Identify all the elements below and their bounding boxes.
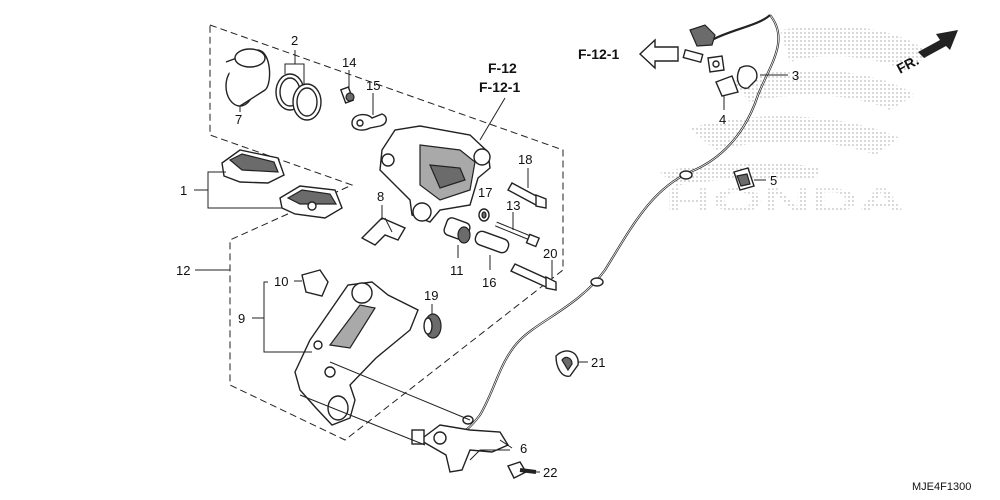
callout-2: 2 (291, 33, 298, 48)
caliper-bracket-part-9 (294, 281, 419, 426)
callout-1: 1 (180, 183, 187, 198)
bolt-part-18 (507, 182, 547, 209)
callout-7: 7 (235, 112, 242, 127)
callout-20: 20 (543, 246, 557, 261)
boot-part-11 (443, 217, 471, 244)
clip-part-21 (555, 350, 579, 377)
callout-5: 5 (770, 173, 777, 188)
callout-11: 11 (450, 263, 464, 278)
sleeve-part-16 (474, 230, 510, 254)
grommet-part-19 (423, 313, 442, 339)
callout-9: 9 (238, 311, 245, 326)
pin-part-13 (495, 221, 541, 248)
speed-sensor-cable (451, 14, 780, 439)
washer-hole (481, 211, 487, 219)
clip-part-5 (733, 167, 755, 191)
bleeder-part-14 (339, 86, 355, 104)
callout-13: 13 (506, 198, 520, 213)
callout-12: 12 (176, 263, 190, 278)
callout-19: 19 (424, 288, 438, 303)
callout-10: 10 (274, 274, 288, 289)
caliper-body (379, 125, 491, 223)
callout-18: 18 (518, 152, 532, 167)
reference-label-f12-1: F-12-1 (479, 79, 520, 95)
reference-label-f12: F-12 (488, 60, 517, 76)
callout-17: 17 (478, 185, 492, 200)
sensor-bracket-part-6 (411, 424, 510, 473)
callout-3: 3 (792, 68, 799, 83)
reference-arrow-label: F-12-1 (578, 46, 619, 62)
pad-spring-part-8 (360, 217, 407, 246)
callout-15: 15 (366, 78, 380, 93)
callout-6: 6 (520, 441, 527, 456)
brake-pads-part-1 (221, 149, 343, 219)
callout-14: 14 (342, 55, 356, 70)
callout-8: 8 (377, 189, 384, 204)
caliper-assembly-boundary (209, 24, 564, 441)
bleeder-cap-part-15 (351, 113, 387, 131)
reference-arrow: F-12-1 (578, 38, 679, 70)
clamp-part-3 (736, 65, 758, 89)
drawing-code: MJE4F1300 (912, 481, 971, 493)
piston-seals-part-2 (275, 73, 322, 121)
callout-22: 22 (543, 465, 557, 480)
retainer-part-10 (301, 269, 329, 297)
callout-4: 4 (719, 112, 726, 127)
bracket-part-4 (715, 75, 739, 97)
bolt-part-20 (510, 263, 557, 291)
sensor-connector (682, 24, 725, 73)
callout-16: 16 (482, 275, 496, 290)
piston-part-7 (225, 48, 271, 107)
bolt-part-22 (507, 461, 537, 479)
honda-watermark-text: HONDA (665, 182, 905, 220)
callout-21: 21 (591, 355, 605, 370)
